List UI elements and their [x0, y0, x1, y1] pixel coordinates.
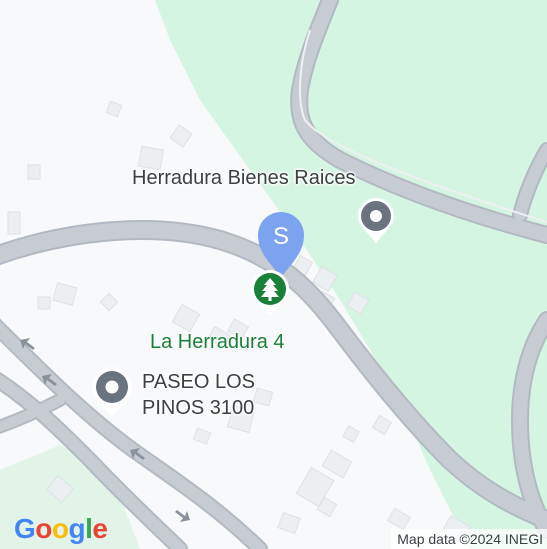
tree-icon [261, 278, 279, 301]
park-label[interactable]: La Herradura 4 [150, 331, 285, 353]
logo-letter-o1: o [35, 513, 52, 544]
park-pin[interactable] [249, 268, 291, 318]
business-label[interactable]: Herradura Bienes Raices [132, 167, 356, 189]
logo-letter-g1: G [14, 513, 36, 544]
marker-pin-icon[interactable]: S [254, 208, 308, 280]
google-logo[interactable]: Google [14, 512, 108, 546]
park-area [155, 0, 547, 549]
poi-pin-icon[interactable] [356, 197, 396, 245]
marker-letter: S [273, 223, 289, 250]
paseo-label-line1[interactable]: PASEO LOS [142, 371, 256, 393]
buildings [7, 100, 471, 543]
arrow-icon [20, 338, 190, 522]
logo-letter-o2: o [51, 513, 69, 544]
road-inner-line [298, 29, 547, 223]
poi-pin-icon[interactable] [90, 366, 134, 418]
logo-letter-g2: g [68, 513, 86, 544]
logo-letter-l: l [85, 513, 93, 544]
logo-letter-e: e [92, 513, 108, 544]
map-attribution[interactable]: Map data ©2024 INEGI [391, 529, 547, 549]
paseo-label-line2[interactable]: PINOS 3100 [142, 397, 255, 419]
